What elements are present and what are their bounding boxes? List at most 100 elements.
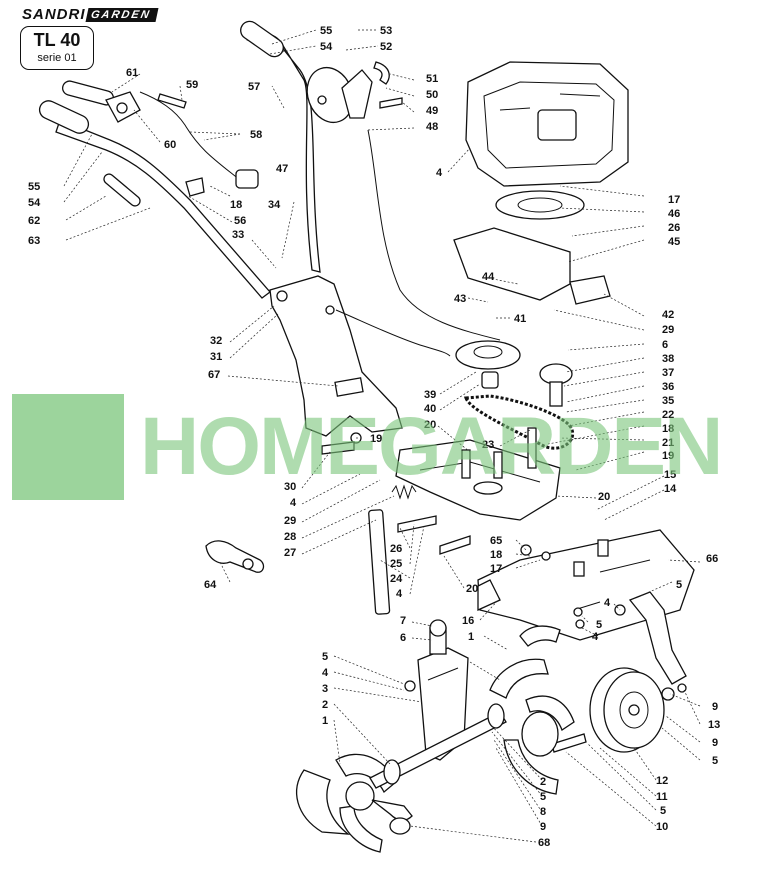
label-55: 55: [320, 25, 332, 37]
label-4-engine: 4: [436, 167, 443, 179]
label-36: 36: [662, 381, 674, 393]
bolt-30: [321, 441, 355, 455]
plate-label: [334, 377, 364, 397]
leader-lines: [63, 29, 701, 843]
label-48: 48: [426, 121, 438, 133]
label-66: 66: [706, 553, 718, 565]
label-1-gear: 1: [468, 631, 474, 643]
clutch-cable: [367, 129, 501, 341]
drive-cable: [335, 309, 451, 357]
nut-4: [404, 680, 416, 692]
label-12: 12: [656, 775, 668, 787]
label-49: 49: [426, 105, 438, 117]
label-26-bolt: 26: [390, 543, 402, 555]
label-68: 68: [538, 837, 550, 849]
clutch-lever-52: [341, 69, 373, 119]
label-67: 67: [208, 369, 220, 381]
label-53: 53: [380, 25, 392, 37]
engine-flange: [495, 190, 585, 220]
spring-51: [373, 61, 390, 85]
throttle-lever-60: [105, 91, 141, 123]
label-15: 15: [664, 469, 676, 481]
label-60: 60: [164, 139, 176, 151]
label-63: 63: [28, 235, 40, 247]
label-16: 16: [462, 615, 474, 627]
brand-logo: SANDRI GARDEN: [22, 6, 158, 23]
bolt-26: [397, 515, 437, 533]
label-7: 7: [400, 615, 406, 627]
label-2: 2: [322, 699, 328, 711]
label-34: 34: [268, 199, 281, 211]
label-56: 56: [234, 215, 246, 227]
label-18-nut: 18: [490, 549, 502, 561]
label-5-gearbox: 5: [322, 651, 328, 663]
bolt-20: [439, 535, 471, 555]
engine: [465, 61, 629, 187]
label-58: 58: [250, 129, 262, 141]
label-18: 18: [662, 423, 674, 435]
right-handlebar: [240, 20, 321, 273]
label-11: 11: [656, 791, 668, 803]
label-30: 30: [284, 481, 296, 493]
label-14: 14: [664, 483, 677, 495]
label-43: 43: [454, 293, 466, 305]
label-64: 64: [204, 579, 217, 591]
label-54: 54: [320, 41, 333, 53]
handle-bracket-plate: [269, 275, 403, 437]
left-handlebar: [38, 80, 271, 299]
label-35: 35: [662, 395, 674, 407]
label-9-wheel-b: 9: [712, 737, 718, 749]
label-52: 52: [380, 41, 392, 53]
wrench-64: [205, 540, 265, 573]
pulley-38: [539, 363, 573, 407]
label-45: 45: [668, 236, 680, 248]
label-50: 50: [426, 89, 438, 101]
handle-tube-62: [103, 173, 141, 207]
hub-9: [487, 703, 505, 729]
label-46: 46: [668, 208, 680, 220]
label-6: 6: [662, 339, 668, 351]
label-20-bolt: 20: [466, 583, 478, 595]
label-29-frame: 29: [284, 515, 296, 527]
label-13: 13: [708, 719, 720, 731]
label-37: 37: [662, 367, 674, 379]
label-32: 32: [210, 335, 222, 347]
label-20: 20: [424, 419, 436, 431]
label-8: 8: [540, 806, 546, 818]
label-4-shield: 4: [604, 597, 611, 609]
label-27: 27: [284, 547, 296, 559]
model-name: TL 40: [33, 30, 81, 50]
wheel-arm: [628, 591, 687, 685]
label-47: 47: [276, 163, 288, 175]
label-1: 1: [322, 715, 328, 727]
label-22: 22: [662, 409, 674, 421]
label-42: 42: [662, 309, 674, 321]
label-5-wheel: 5: [712, 755, 718, 767]
clutch-disc-53: [306, 66, 354, 124]
label-24: 24: [390, 573, 403, 585]
clip-18: [185, 177, 205, 197]
label-40: 40: [424, 403, 436, 415]
right-tines: [489, 625, 575, 795]
label-38: 38: [662, 353, 674, 365]
label-39: 39: [424, 389, 436, 401]
depth-bar-24: [368, 509, 391, 615]
label-21: 21: [662, 437, 674, 449]
label-28: 28: [284, 531, 296, 543]
label-51: 51: [426, 73, 438, 85]
drive-belt: [463, 394, 575, 450]
label-59: 59: [186, 79, 198, 91]
label-2-shaft: 2: [540, 776, 546, 788]
label-44: 44: [482, 271, 495, 283]
wheel-12: [589, 667, 665, 753]
label-17-washer: 17: [490, 563, 502, 575]
label-29: 29: [662, 324, 674, 336]
label-5-axle: 5: [660, 805, 666, 817]
label-26: 26: [668, 222, 680, 234]
label-5-shield: 5: [676, 579, 682, 591]
pulley-39: [455, 340, 521, 389]
model-box: TL 40 serie 01: [20, 26, 94, 70]
label-6-gear: 6: [400, 632, 406, 644]
cable-end-59: [157, 93, 187, 109]
label-23: 23: [482, 439, 494, 451]
